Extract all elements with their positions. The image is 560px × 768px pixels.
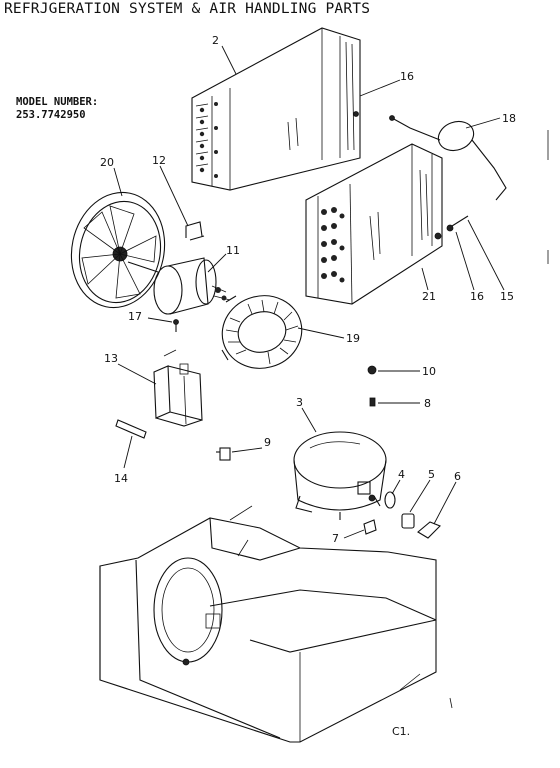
mounting-hardware <box>353 111 469 232</box>
label-part-9: 9 <box>264 436 271 449</box>
label-part-11: 11 <box>226 244 240 257</box>
label-part-6: 6 <box>454 470 461 483</box>
clip <box>115 419 147 439</box>
valve-parts <box>367 365 377 407</box>
capillary-tube <box>389 115 507 201</box>
label-part-10: 10 <box>422 365 436 378</box>
label-part-5: 5 <box>428 468 435 481</box>
screw <box>173 319 179 332</box>
blower-wheel <box>221 295 303 369</box>
condenser-coil <box>305 143 443 305</box>
label-part-3: 3 <box>296 396 303 409</box>
label-part-7: 7 <box>332 532 339 545</box>
label-part-15: 15 <box>500 290 514 303</box>
model-number-value: 253.7742950 <box>16 109 86 121</box>
label-part-12: 12 <box>152 154 166 167</box>
label-part-18: 18 <box>502 112 516 125</box>
evaporator-coil <box>191 27 361 191</box>
diagram-code: C1. <box>392 725 411 738</box>
label-part-21: 21 <box>422 290 436 303</box>
page-title: REFRJGERATION SYSTEM & AIR HANDLING PART… <box>4 1 371 17</box>
label-part-16-upper: 16 <box>400 70 414 83</box>
small-compressor-parts <box>363 491 441 539</box>
fan-motor <box>127 257 231 315</box>
model-number-block: MODEL NUMBER: 253.7742950 <box>16 96 98 122</box>
label-part-2: 2 <box>212 34 219 47</box>
part-number-labels: 2 16 18 20 12 11 21 16 15 17 19 13 10 8 … <box>100 34 516 545</box>
label-part-16-lower: 16 <box>470 290 484 303</box>
label-part-19: 19 <box>346 332 360 345</box>
motor-mount <box>153 349 203 427</box>
small-fitting <box>216 447 231 461</box>
fan-bracket <box>185 221 205 241</box>
label-part-20: 20 <box>100 156 114 169</box>
scan-marks <box>449 130 549 709</box>
label-part-17: 17 <box>128 310 142 323</box>
label-part-4: 4 <box>398 468 405 481</box>
model-number-label: MODEL NUMBER: <box>16 96 99 108</box>
compressor <box>293 431 387 520</box>
label-part-8: 8 <box>424 397 431 410</box>
label-part-13: 13 <box>104 352 118 365</box>
leader-lines <box>113 45 505 539</box>
label-part-14: 14 <box>114 472 128 485</box>
fan-blade <box>70 191 166 309</box>
base-pan-cabinet <box>99 505 437 743</box>
